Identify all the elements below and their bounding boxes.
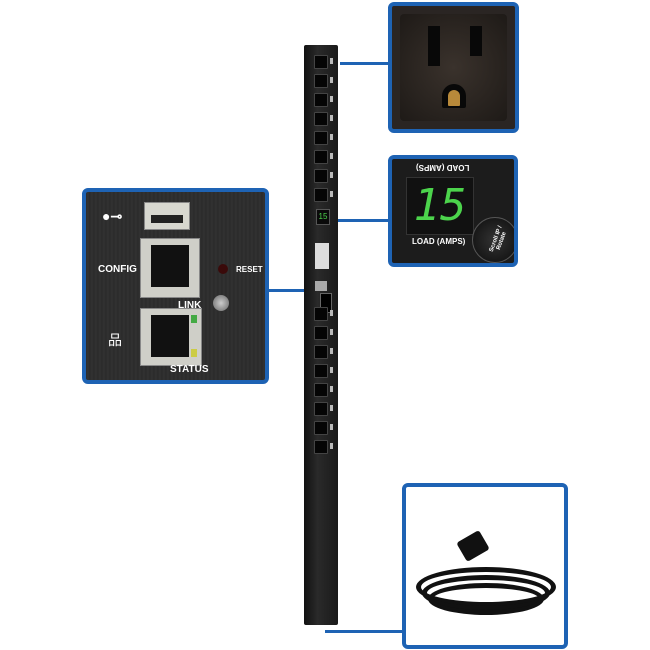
network-icon: 品 xyxy=(108,332,122,348)
load-label: LOAD (AMPS) xyxy=(412,237,466,246)
strip-outlet xyxy=(314,364,328,378)
reset-button[interactable] xyxy=(218,264,228,274)
outlet-led xyxy=(330,424,333,430)
display-callout: LOAD (AMPS) 15 LOAD (AMPS) Scroll IP / R… xyxy=(388,155,518,267)
outlet-led xyxy=(330,348,333,354)
strip-outlet xyxy=(314,93,328,107)
strip-display: 15 xyxy=(316,209,330,225)
outlet-callout xyxy=(388,2,519,133)
strip-outlet xyxy=(314,55,328,69)
outlet-led xyxy=(330,405,333,411)
outlet-led xyxy=(330,58,333,64)
outlet-led xyxy=(330,115,333,121)
nema-5-15-outlet-icon xyxy=(400,14,507,121)
usb-icon: ●⊸ xyxy=(102,208,123,224)
outlet-led xyxy=(330,153,333,159)
strip-outlet xyxy=(314,345,328,359)
status-label: STATUS xyxy=(170,364,209,375)
outlet-led xyxy=(330,443,333,449)
status-led xyxy=(213,295,229,311)
outlet-led xyxy=(330,329,333,335)
config-label: CONFIG xyxy=(98,264,137,275)
strip-outlet xyxy=(314,326,328,340)
load-label-mirrored: LOAD (AMPS) xyxy=(416,163,470,172)
reset-label: RESET xyxy=(236,265,263,274)
outlet-led xyxy=(330,96,333,102)
strip-outlet xyxy=(314,307,328,321)
usb-port[interactable] xyxy=(144,202,190,230)
pdu-strip: 15 xyxy=(304,45,338,625)
scroll-ip-rotate-label: Scroll IP / Rotate xyxy=(488,225,508,253)
outlet-led xyxy=(330,386,333,392)
outlet-led xyxy=(330,77,333,83)
network-port[interactable] xyxy=(140,308,202,366)
load-display: 15 xyxy=(406,177,474,235)
strip-outlet xyxy=(314,131,328,145)
outlet-led xyxy=(330,172,333,178)
strip-network-port xyxy=(315,281,327,291)
scroll-ip-rotate-button[interactable]: Scroll IP / Rotate xyxy=(472,217,514,263)
connector-line-display xyxy=(336,219,390,222)
brand-logo xyxy=(315,243,329,269)
strip-outlet xyxy=(314,383,328,397)
cord-callout xyxy=(402,483,568,649)
strip-outlet xyxy=(314,188,328,202)
strip-outlet xyxy=(314,112,328,126)
link-label: LINK xyxy=(178,300,202,311)
strip-outlet xyxy=(314,150,328,164)
strip-outlet xyxy=(314,402,328,416)
power-cord-plug-icon xyxy=(416,527,556,627)
outlet-led xyxy=(330,191,333,197)
connector-line-network xyxy=(266,289,306,292)
outlet-led xyxy=(330,310,333,316)
network-panel-callout: ●⊸ CONFIG RESET LINK 品 STATUS xyxy=(82,188,269,384)
strip-outlet xyxy=(314,74,328,88)
outlet-led xyxy=(330,134,333,140)
strip-outlet xyxy=(314,440,328,454)
strip-outlet xyxy=(314,421,328,435)
connector-line-cord xyxy=(325,630,405,633)
config-port[interactable] xyxy=(140,238,200,298)
connector-line-outlet xyxy=(340,62,390,65)
strip-outlet xyxy=(314,169,328,183)
outlet-led xyxy=(330,367,333,373)
